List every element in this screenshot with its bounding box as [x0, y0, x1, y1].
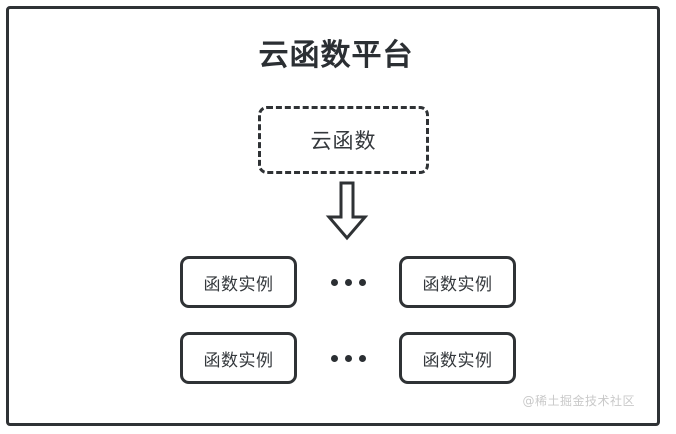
function-instance-box: 函数实例	[399, 332, 516, 384]
dot-icon	[330, 354, 338, 362]
dot-icon	[358, 278, 366, 286]
function-instance-box: 函数实例	[399, 256, 516, 308]
instance-row: 函数实例 函数实例	[180, 256, 516, 308]
function-instance-label: 函数实例	[422, 350, 493, 371]
function-instance-box: 函数实例	[180, 332, 297, 384]
cloud-function-node: 云函数	[258, 106, 429, 174]
ellipsis-indicator	[327, 278, 370, 286]
platform-container: 云函数平台 云函数 函数实例 函数实例 函数实例	[6, 6, 660, 426]
instance-row: 函数实例 函数实例	[180, 332, 516, 384]
down-block-arrow-icon	[323, 181, 371, 241]
dot-icon	[344, 278, 352, 286]
function-instance-label: 函数实例	[422, 274, 493, 295]
function-instance-label: 函数实例	[203, 350, 274, 371]
cloud-function-label: 云函数	[310, 129, 377, 153]
function-instance-label: 函数实例	[203, 274, 274, 295]
dot-icon	[330, 278, 338, 286]
watermark: @稀土掘金技术社区	[522, 394, 635, 408]
dot-icon	[358, 354, 366, 362]
ellipsis-indicator	[327, 354, 370, 362]
function-instance-box: 函数实例	[180, 256, 297, 308]
dot-icon	[344, 354, 352, 362]
page-title: 云函数平台	[258, 38, 414, 73]
